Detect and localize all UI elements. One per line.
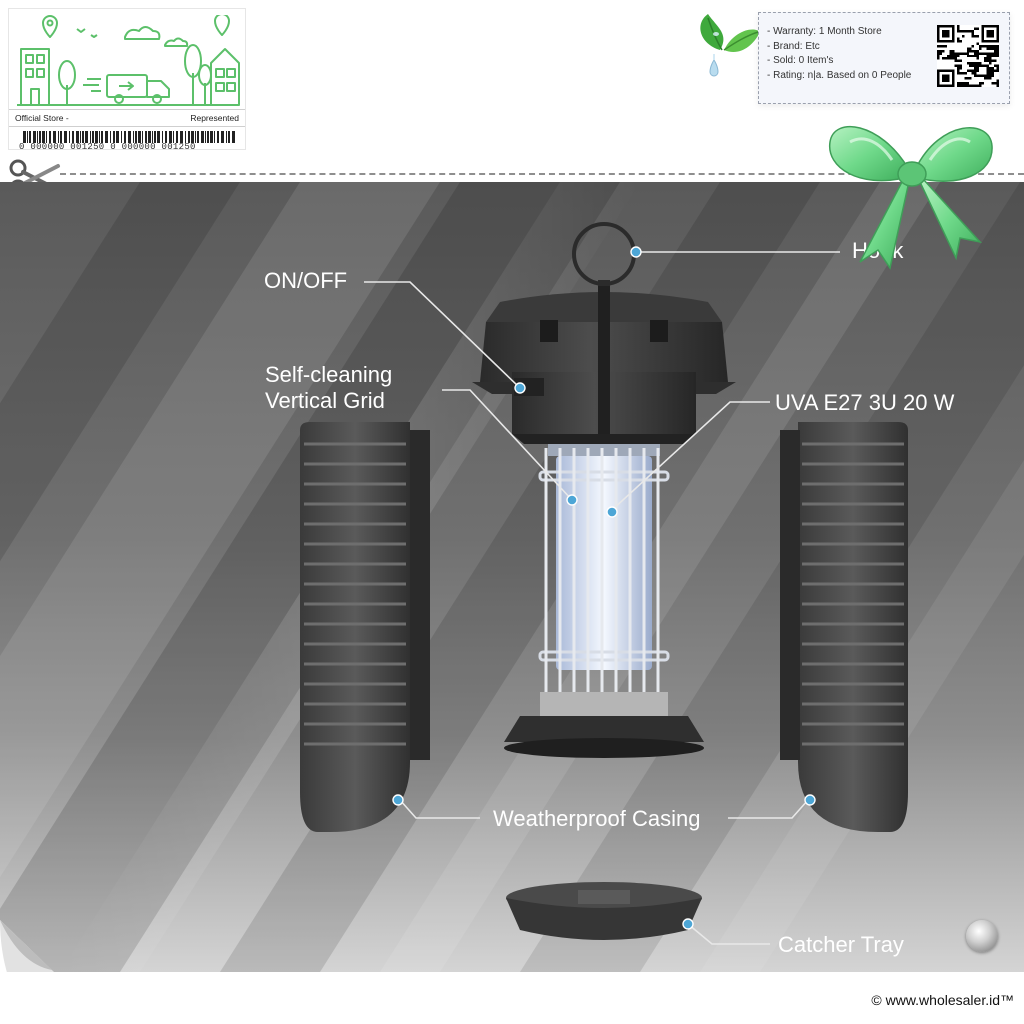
left-casing	[300, 422, 430, 832]
cut-line-divider	[60, 173, 1024, 175]
hook-ring	[572, 222, 636, 294]
product-image-panel: Hook ON/OFF Self-cleaning Vertical Grid …	[0, 182, 1024, 972]
store-left-label: Official Store -	[15, 113, 69, 123]
callout-weatherproof-casing: Weatherproof Casing	[493, 806, 701, 831]
city-illustration-icon	[17, 15, 240, 106]
product-info-list: - Warranty: 1 Month Store - Brand: Etc -…	[767, 25, 911, 83]
barcode-digits: 0 000000 001250 0 000000 001250	[19, 142, 196, 152]
product-exploded-view	[300, 222, 908, 945]
leaf-drop-icon	[700, 14, 760, 77]
qr-code-icon[interactable]	[937, 25, 999, 87]
callout-uva-lamp: UVA E27 3U 20 W	[775, 390, 955, 415]
store-card[interactable]: Official Store - Represented 0 000000 00…	[8, 8, 246, 152]
header-area: Official Store - Represented 0 000000 00…	[0, 0, 1024, 197]
right-casing	[780, 422, 908, 832]
store-label-strip: Official Store - Represented	[9, 109, 245, 127]
info-brand: - Brand: Etc	[767, 40, 820, 52]
barcode	[23, 131, 235, 143]
info-sold: - Sold: 0 Item's	[767, 55, 834, 66]
catcher-tray	[506, 882, 702, 940]
callout-grid-line1: Self-cleaning	[265, 362, 393, 387]
callout-on-off: ON/OFF	[264, 268, 348, 293]
info-rating: - Rating: n|a. Based on 0 People	[767, 69, 912, 81]
bow-icon	[829, 125, 993, 270]
page-curl-icon	[0, 920, 58, 976]
uv-tube-grid	[504, 444, 704, 758]
round-metal-button[interactable]	[966, 920, 998, 952]
copyright-text: © www.wholesaler.id™	[871, 992, 1014, 1008]
footer: © www.wholesaler.id™	[0, 972, 1024, 1024]
info-warranty: - Warranty: 1 Month Store	[767, 26, 882, 37]
product-info-card: - Warranty: 1 Month Store - Brand: Etc -…	[758, 12, 1010, 104]
callout-dots	[392, 246, 816, 930]
top-cap	[472, 286, 736, 444]
callout-grid-line2: Vertical Grid	[265, 388, 385, 413]
callout-lines	[364, 251, 840, 945]
store-right-label: Represented	[190, 113, 239, 123]
callout-self-cleaning-grid: Self-cleaning Vertical Grid	[265, 362, 392, 414]
callout-catcher-tray: Catcher Tray	[778, 932, 904, 957]
